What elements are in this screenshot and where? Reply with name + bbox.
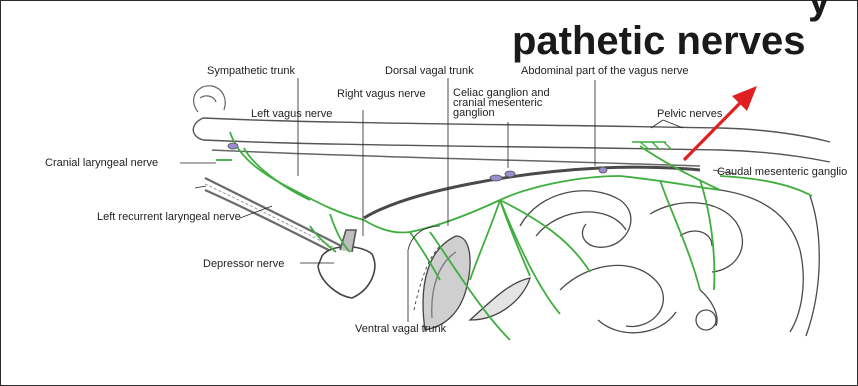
label-pelvic-nerves: Pelvic nerves <box>657 108 722 120</box>
label-cranial-laryngeal-nerve: Cranial laryngeal nerve <box>45 157 158 169</box>
sympathetic-trunk-line <box>212 150 700 166</box>
label-caudal-mesenteric-ganglion: Caudal mesenteric ganglio <box>717 166 847 178</box>
label-abdominal-vagus: Abdominal part of the vagus nerve <box>521 65 689 77</box>
label-sympathetic-trunk: Sympathetic trunk <box>207 65 295 77</box>
label-ventral-vagal-trunk: Ventral vagal trunk <box>355 323 446 335</box>
accent-arrow <box>684 86 757 160</box>
heart <box>318 230 375 298</box>
vagus-nerves <box>216 132 812 340</box>
corner-heading-fragment: y <box>808 0 830 24</box>
label-left-recurrent-laryngeal-nerve: Left recurrent laryngeal nerve <box>97 211 241 223</box>
label-right-vagus-nerve: Right vagus nerve <box>337 88 426 100</box>
spinal-cord <box>193 118 830 162</box>
intestines <box>520 190 819 336</box>
label-depressor-nerve: Depressor nerve <box>203 258 284 270</box>
stomach <box>423 236 530 330</box>
brain-outline <box>194 86 226 112</box>
label-dorsal-vagal-trunk: Dorsal vagal trunk <box>385 65 474 77</box>
label-left-vagus-nerve: Left vagus nerve <box>251 108 332 120</box>
label-celiac-ganglion: Celiac ganglion and cranial mesenteric g… <box>453 88 550 118</box>
slide-heading: pathetic nerves <box>512 17 805 65</box>
